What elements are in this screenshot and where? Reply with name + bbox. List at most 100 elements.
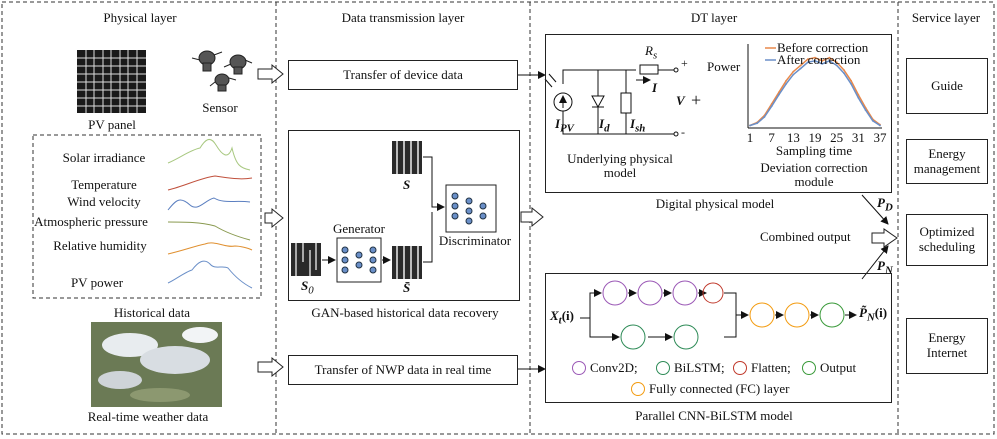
fc-swatch [631,382,645,396]
chart-point [785,83,787,85]
service-layer-title: Service layer [911,10,981,25]
generator-label: Generator [333,221,385,236]
chart-point [850,83,852,85]
hollow-arrow-device [257,63,284,85]
chart-x-tick: 1 [746,130,754,145]
legend-bilstm: BiLSTM; [656,360,725,376]
energy-internet-button[interactable]: Energy Internet [906,318,988,374]
x-symbol: X [550,308,559,323]
legend-conv2d: Conv2D; [572,360,638,376]
sbar-label: S̄ [403,280,411,295]
plus-terminal: + [681,56,688,70]
hist-solar-irradiance: Solar irradiance [62,150,146,165]
historical-data-frame [32,134,262,299]
chart-point [756,122,759,125]
discriminator-label: Discriminator [438,233,512,248]
pn-symbol: P [877,258,885,273]
chart-point [850,79,852,82]
pv-panel-label: PV panel [88,117,136,132]
pn-subscript: N [884,264,893,277]
chart-point [792,73,795,76]
x-argument: (i) [561,308,574,323]
chart-point [857,93,860,96]
pd-label: PD [877,195,893,215]
hist-temperature: Temperature [71,177,137,192]
historical-data-label: Historical data [113,305,191,320]
chart-point [770,105,773,108]
gan-arrows [322,156,445,264]
chart-point [835,64,838,67]
hollow-arrow-historical [264,207,284,229]
x-input-label: Xt(i) [550,308,574,328]
id-symbol: I [599,116,605,131]
v-plus-sign: + [691,90,702,110]
chart-point [814,56,816,59]
combined-output-label: Combined output [760,229,851,244]
hist-atmospheric-pressure: Atmospheric pressure [34,214,148,229]
chart-point [835,61,838,64]
hollow-arrow-gan [520,206,544,228]
pn-output-label: P̃N(i) [859,305,887,325]
pv-circuit [544,64,679,137]
legend-output: Output [802,360,856,376]
transmission-layer-title: Data transmission layer [341,10,465,25]
chart-point [806,61,809,64]
sensor-label: Sensor [202,100,238,115]
correction-module-caption: Deviation correction module [760,160,868,190]
chart-point [785,79,787,82]
chart-x-tick: 31 [851,130,865,145]
ish-label: Ish [630,116,646,136]
s0-symbol: S [301,278,309,293]
chart-x-tick: 13 [786,130,800,145]
cnn-caption: Parallel CNN-BiLSTM model [635,408,793,423]
energy-management-button[interactable]: Energy management [906,139,988,184]
hist-pv-power: PV power [70,275,124,290]
sensor-icon [191,50,253,92]
gan-caption: GAN-based historical data recovery [311,305,499,320]
chart-point [843,72,845,74]
correction-chart-axes [747,44,882,129]
nwp-transfer-box: Transfer of NWP data in real time [288,355,518,385]
chart-point [799,67,802,70]
flatten-swatch [733,361,747,375]
bilstm-swatch [656,361,670,375]
digital-physical-model-box [545,34,892,193]
correction-chart-legend-lines [765,47,776,61]
chart-x-tick: 19 [808,130,822,145]
chart-point [749,124,751,127]
chart-point [814,59,816,62]
chart-x-tick: 37 [873,130,887,145]
chart-y-label: Power [707,59,741,74]
legend-flatten: Flatten; [733,360,791,376]
hist-relative-humidity: Relative humidity [53,238,147,253]
digital-model-caption: Digital physical model [655,196,775,211]
optimized-scheduling-button[interactable]: Optimized scheduling [906,214,988,266]
chart-point [799,64,802,67]
s-label: S [403,177,411,192]
chart-point [857,96,860,99]
physical-layer-title: Physical layer [103,10,177,25]
hollow-arrow-combined [871,228,898,248]
flatten-text: Flatten; [751,360,791,375]
chart-point [763,116,766,118]
guide-button[interactable]: Guide [906,58,988,114]
v-label: V [676,93,685,108]
chart-point [879,124,881,127]
conv2d-text: Conv2D; [590,360,638,375]
historical-curves [167,138,253,289]
chart-point [821,59,824,62]
chart-x-tick: 25 [830,130,844,145]
ipv-label: IPV [555,116,574,136]
s0-subscript: 0 [308,284,314,297]
chart-point [778,93,780,96]
id-label: Id [599,116,609,136]
bilstm-text: BiLSTM; [674,360,725,375]
chart-x-tick: 7 [768,130,775,145]
weather-satellite-image [91,322,222,407]
chart-point [792,70,795,73]
chart-point [821,63,824,65]
legend-before-correction: Before correction [777,40,869,55]
ish-subscript: sh [635,122,646,135]
